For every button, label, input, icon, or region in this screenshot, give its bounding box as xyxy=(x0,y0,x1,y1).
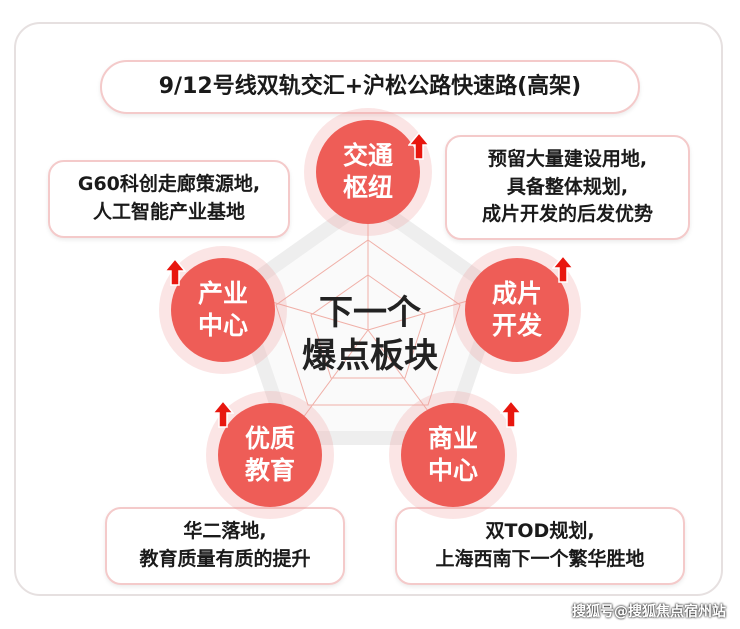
industry-text-2: 人工智能产业基地 xyxy=(92,201,245,223)
education-text-2: 教育质量有质的提升 xyxy=(139,548,311,570)
commerce-text-1: 双TOD规划, xyxy=(485,520,595,543)
node-label: 教育 xyxy=(244,456,295,485)
develop-text-3: 成片开发的后发优势 xyxy=(481,203,653,226)
center-line-1: 下一个 xyxy=(319,293,421,333)
node-label: 中心 xyxy=(197,311,248,340)
node-development: 成片开发 xyxy=(465,258,569,362)
up-arrow-icon xyxy=(212,400,234,428)
node-label: 交通 xyxy=(342,140,393,170)
industry-box: G60科创走廊策源地, 人工智能产业基地 xyxy=(48,160,290,238)
industry-text-1: G60科创走廊策源地, xyxy=(77,173,261,196)
develop-text-1: 预留大量建设用地, xyxy=(487,148,648,171)
node-education: 优质教育 xyxy=(218,403,322,507)
up-arrow-icon xyxy=(552,255,574,283)
up-arrow-icon xyxy=(164,258,186,286)
headline-banner: 9/12号线双轨交汇+沪松公路快速路(高架) xyxy=(100,60,640,114)
node-label: 优质 xyxy=(244,423,295,453)
education-text-1: 华二落地, xyxy=(183,520,267,543)
development-box: 预留大量建设用地, 具备整体规划, 成片开发的后发优势 xyxy=(445,135,690,240)
up-arrow-icon xyxy=(500,400,522,428)
center-title: 下一个 爆点板块 xyxy=(290,292,450,377)
node-label: 开发 xyxy=(491,311,542,340)
node-label: 商业 xyxy=(427,423,478,453)
education-box: 华二落地, 教育质量有质的提升 xyxy=(105,507,345,585)
node-transport: 交通枢纽 xyxy=(316,120,420,224)
node-industry: 产业中心 xyxy=(171,258,275,362)
commerce-text-2: 上海西南下一个繁华胜地 xyxy=(435,548,645,570)
up-arrow-icon xyxy=(408,132,430,160)
center-line-2: 爆点板块 xyxy=(302,335,438,376)
node-label: 成片 xyxy=(491,278,542,308)
banner-text: 9/12号线双轨交汇+沪松公路快速路(高架) xyxy=(158,74,582,100)
develop-text-2: 具备整体规划, xyxy=(506,175,629,198)
node-label: 产业 xyxy=(197,278,248,308)
commerce-box: 双TOD规划, 上海西南下一个繁华胜地 xyxy=(395,507,685,585)
node-label: 枢纽 xyxy=(342,173,393,202)
watermark: 搜狐号@搜狐焦点宿州站 xyxy=(572,604,726,620)
node-label: 中心 xyxy=(427,456,478,485)
node-commerce: 商业中心 xyxy=(401,403,505,507)
